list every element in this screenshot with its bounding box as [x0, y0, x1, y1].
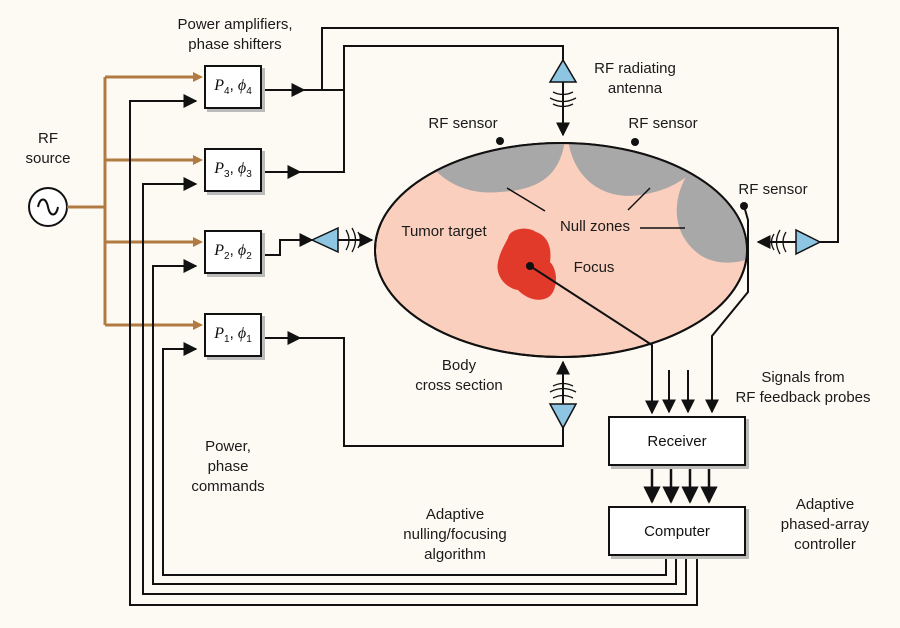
amplifier-p1: P1, ϕ1: [204, 313, 262, 357]
focus-label: Focus: [573, 259, 615, 276]
top-antenna-icon: [548, 58, 578, 83]
tumor-target-label: Tumor target: [401, 223, 487, 240]
rf-radiating-antenna-label: RF radiating antenna: [594, 60, 676, 97]
amplifier-p2: P2, ϕ2: [204, 230, 262, 274]
rf-source-label: RF source: [25, 130, 71, 167]
right-antenna-icon: [795, 228, 822, 256]
left-antenna-icon: [310, 226, 339, 254]
rf-sensor-label-left: RF sensor: [428, 115, 498, 132]
amplifier-p4: P4, ϕ4: [204, 65, 262, 109]
body-cross-section-label: Body cross section: [415, 357, 503, 394]
receiver-block: Receiver: [608, 416, 746, 466]
rf-sensor-label-side: RF sensor: [738, 181, 808, 198]
adaptive-controller-label: Adaptive phased-array controller: [780, 496, 870, 553]
signals-from-probes-label: Signals from RF feedback probes: [735, 369, 871, 406]
rf-sensor-label-right: RF sensor: [628, 115, 698, 132]
bottom-antenna-icon: [548, 403, 578, 430]
amplifier-p3: P3, ϕ3: [204, 148, 262, 192]
adaptive-algorithm-label: Adaptive nulling/focusing algorithm: [403, 506, 507, 563]
power-amplifiers-label: Power amplifiers, phase shifters: [177, 16, 293, 53]
computer-block: Computer: [608, 506, 746, 556]
power-phase-commands-label: Power, phase commands: [191, 438, 265, 495]
null-zones-label: Null zones: [559, 218, 631, 235]
rf-feed-lines: [67, 75, 197, 327]
